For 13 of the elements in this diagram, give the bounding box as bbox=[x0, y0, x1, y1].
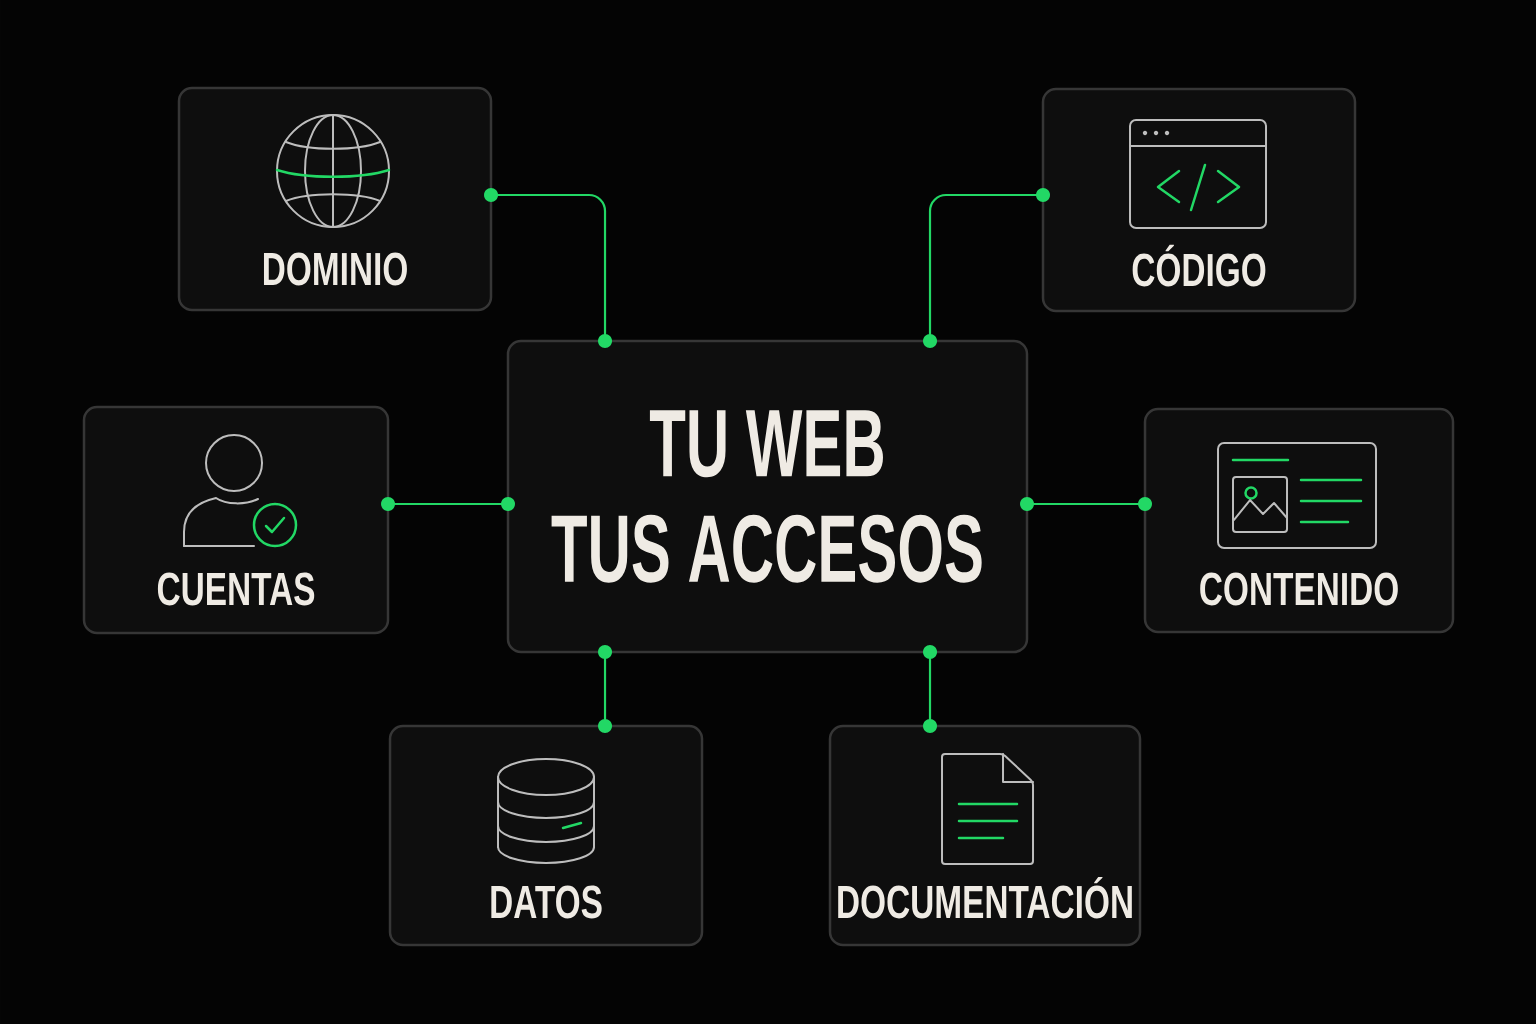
category-card: CÓDIGO bbox=[1041, 87, 1357, 313]
connector bbox=[923, 645, 937, 733]
category-card: CUENTAS bbox=[82, 405, 390, 635]
connector bbox=[1020, 497, 1152, 511]
category-card: DOCUMENTACIÓN bbox=[828, 724, 1142, 947]
connector bbox=[923, 188, 1050, 348]
category-card: CONTENIDO bbox=[1143, 407, 1455, 634]
category-card: DOMINIO bbox=[177, 86, 493, 312]
connector bbox=[598, 645, 612, 733]
title-box: TU WEB TUS ACCESOS bbox=[506, 339, 1029, 654]
connector bbox=[381, 497, 515, 511]
connector bbox=[484, 188, 612, 348]
category-card: DATOS bbox=[388, 724, 704, 947]
